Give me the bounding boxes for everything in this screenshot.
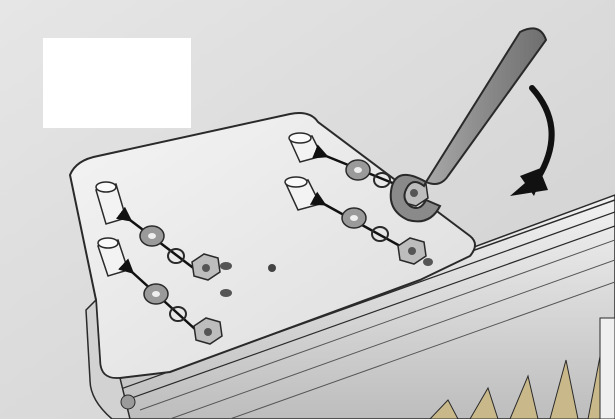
label-box	[43, 38, 191, 128]
